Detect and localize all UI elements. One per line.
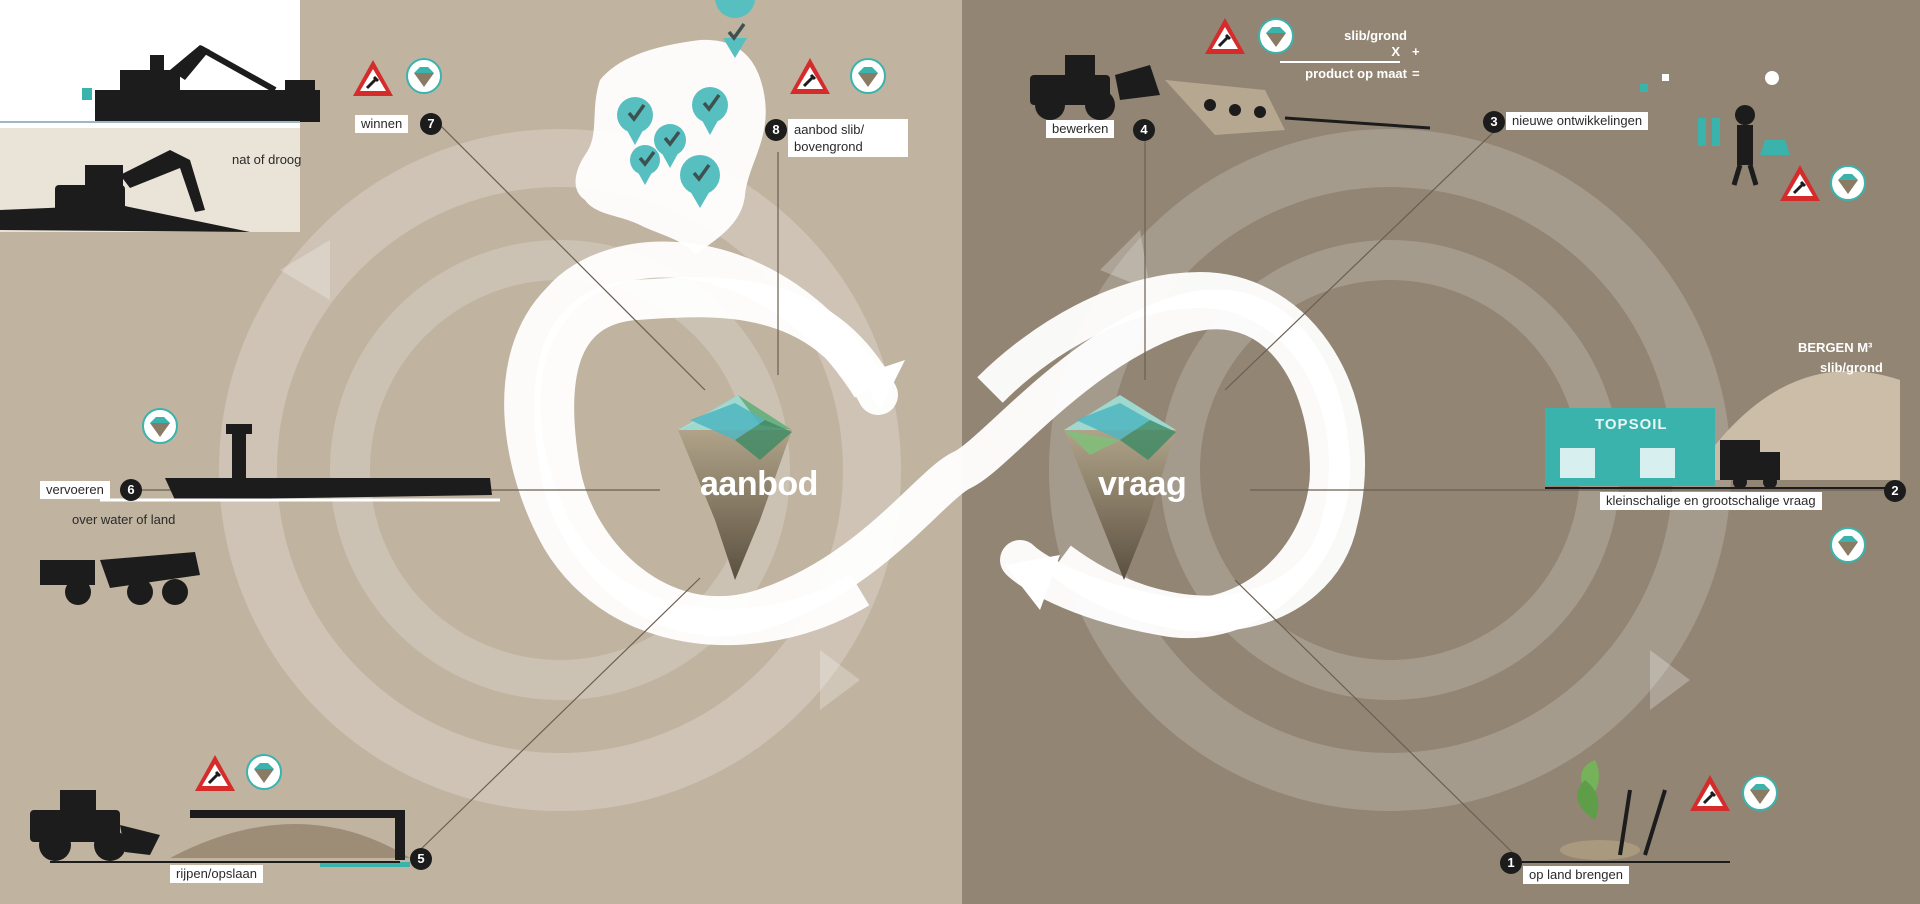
step-3-label: nieuwe ontwikkelingen bbox=[1506, 112, 1648, 130]
step-1-label: op land brengen bbox=[1523, 866, 1629, 884]
step-8-number: 8 bbox=[765, 119, 787, 141]
step-6-label: vervoeren bbox=[40, 481, 110, 499]
step-4-number: 4 bbox=[1133, 119, 1155, 141]
step-2-number: 2 bbox=[1884, 480, 1906, 502]
step-7-number: 7 bbox=[420, 113, 442, 135]
formula-equals: = bbox=[1412, 66, 1420, 81]
nat-of-droog-note: nat of droog bbox=[232, 152, 301, 167]
aanbod-label: aanbod bbox=[700, 465, 818, 504]
step-5-label: rijpen/opslaan bbox=[170, 865, 263, 883]
bergen-note: BERGEN M³ bbox=[1798, 340, 1872, 355]
formula-plus: + bbox=[1412, 44, 1420, 59]
formula-top: slib/grond bbox=[1280, 28, 1407, 43]
step-8-label: aanbod slib/ bovengrond bbox=[788, 119, 908, 157]
step-6-number: 6 bbox=[120, 479, 142, 501]
vraag-label: vraag bbox=[1098, 465, 1186, 504]
topsoil-sign: TOPSOIL bbox=[1595, 416, 1668, 433]
step-7-label: winnen bbox=[355, 115, 408, 133]
formula-bottom: product op maat bbox=[1280, 66, 1407, 81]
formula-x: X bbox=[1280, 44, 1400, 59]
step-2-label: kleinschalige en grootschalige vraag bbox=[1600, 492, 1822, 510]
step-4-label: bewerken bbox=[1046, 120, 1114, 138]
slib-grond-note: slib/grond bbox=[1820, 360, 1883, 375]
over-water-note: over water of land bbox=[72, 512, 175, 527]
step-5-number: 5 bbox=[410, 848, 432, 870]
step-1-number: 1 bbox=[1500, 852, 1522, 874]
step-3-number: 3 bbox=[1483, 111, 1505, 133]
